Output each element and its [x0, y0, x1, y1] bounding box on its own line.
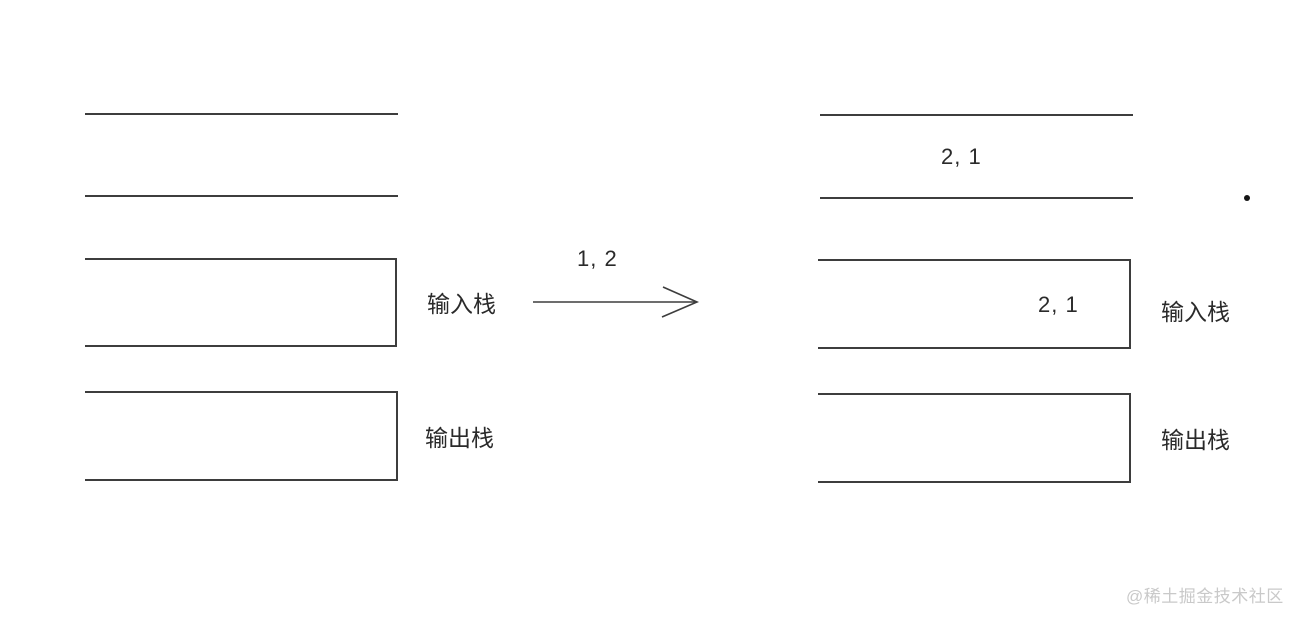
- before-output-stack-box: [85, 391, 398, 481]
- before-queue-top-line: [85, 113, 398, 115]
- after-queue-top-line: [820, 114, 1133, 116]
- after-queue-bottom-line: [820, 197, 1133, 199]
- after-output-stack-box: [818, 393, 1131, 483]
- after-input-stack-box: [818, 259, 1131, 349]
- transition-values-label: 1, 2: [577, 246, 618, 271]
- before-output-stack-label: 输出栈: [425, 425, 494, 451]
- watermark: @稀土掘金技术社区: [1126, 587, 1284, 606]
- after-queue-contents: 2, 1: [941, 144, 982, 169]
- after-output-stack-label: 输出栈: [1161, 427, 1230, 453]
- before-input-stack-label: 输入栈: [427, 291, 496, 317]
- after-input-stack-contents: 2, 1: [1038, 292, 1079, 317]
- arrow-right-icon: [530, 282, 710, 322]
- before-input-stack-box: [85, 258, 397, 347]
- dot-mark: [1244, 195, 1250, 201]
- before-queue-bottom-line: [85, 195, 398, 197]
- after-input-stack-label: 输入栈: [1161, 299, 1230, 325]
